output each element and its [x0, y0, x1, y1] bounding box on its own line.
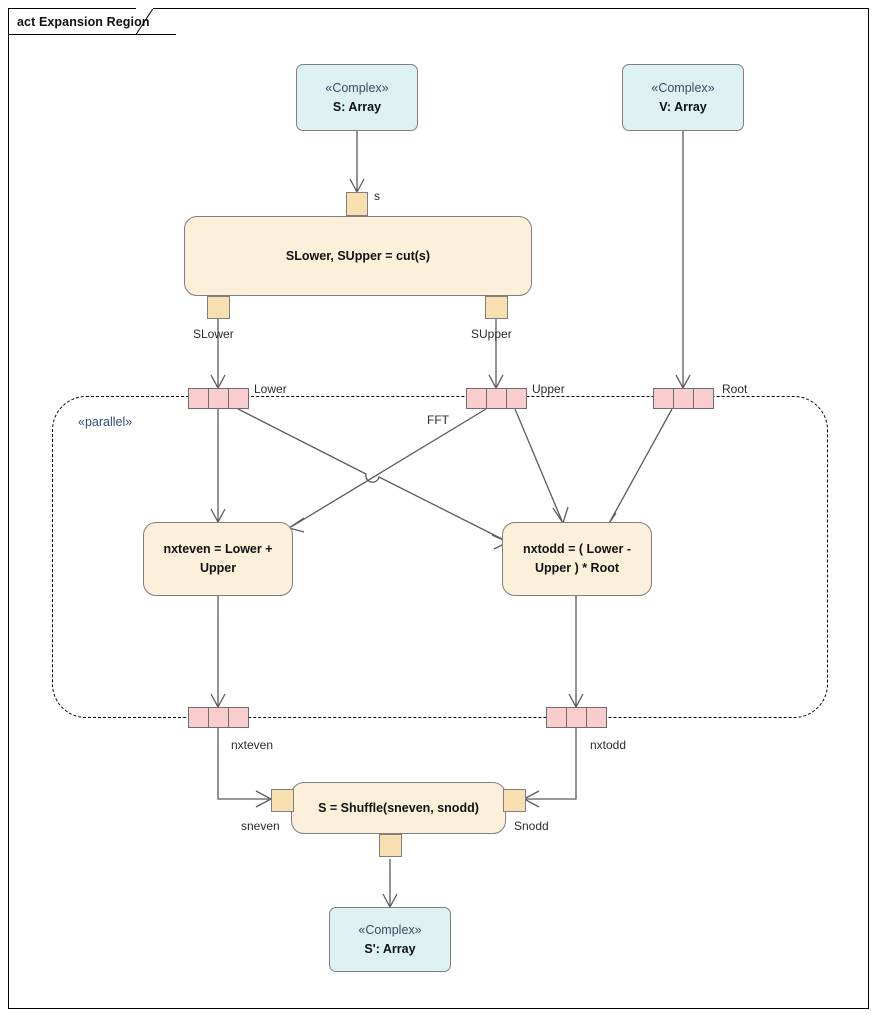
action-shuffle-label: S = Shuffle(sneven, snodd)	[318, 800, 479, 815]
object-node-s-array-name: S: Array	[332, 99, 382, 114]
object-node-s-array[interactable]: «Complex» S: Array	[296, 64, 418, 131]
expansion-node-nxteven-label: nxteven	[231, 738, 274, 752]
object-node-sprime-array-name: S': Array	[364, 941, 416, 956]
object-node-s-array-stereotype: «Complex»	[325, 81, 389, 96]
frame-title-tab: act Expansion Region	[8, 8, 176, 35]
expansion-region-keyword: «parallel»	[78, 415, 133, 429]
expansion-cell	[487, 389, 507, 408]
expansion-region	[52, 396, 828, 718]
pin-s-label: s	[374, 189, 380, 203]
pin-s[interactable]	[346, 192, 368, 216]
expansion-node-root-label: Root	[722, 382, 748, 396]
action-shuffle[interactable]: S = Shuffle(sneven, snodd)	[291, 782, 506, 834]
frame-tab-corner-shape	[136, 8, 154, 35]
expansion-node-upper-label: Upper	[532, 382, 565, 396]
object-node-sprime-array-stereotype: «Complex»	[358, 923, 422, 938]
expansion-node-lower-label: Lower	[254, 382, 287, 396]
frame-tab-corner	[136, 8, 158, 35]
expansion-cell	[587, 708, 606, 727]
action-nxtodd-label: nxtodd = ( Lower - Upper ) * Root	[523, 542, 631, 575]
pin-supper-label: SUpper	[471, 327, 512, 341]
object-node-sprime-array[interactable]: «Complex» S': Array	[329, 907, 451, 972]
pin-snodd-label: Snodd	[514, 819, 549, 833]
expansion-cell	[674, 389, 694, 408]
pin-slower[interactable]	[207, 296, 230, 319]
expansion-cell	[189, 389, 209, 408]
expansion-cell	[567, 708, 587, 727]
expansion-node-nxtodd-label: nxtodd	[590, 738, 627, 752]
expansion-cell	[189, 708, 209, 727]
expansion-node-nxteven[interactable]	[188, 707, 249, 728]
action-cut-label: SLower, SUpper = cut(s)	[285, 248, 431, 263]
object-node-v-array-name: V: Array	[659, 99, 707, 114]
action-nxteven[interactable]: nxteven = Lower + Upper	[143, 522, 293, 596]
expansion-node-lower[interactable]	[188, 388, 249, 409]
pin-shuffle-output[interactable]	[379, 834, 402, 857]
expansion-cell	[229, 389, 248, 408]
expansion-cell	[694, 389, 713, 408]
object-node-v-array[interactable]: «Complex» V: Array	[622, 64, 744, 131]
pin-snodd[interactable]	[503, 789, 526, 812]
frame-title-text: act Expansion Region	[17, 14, 150, 29]
expansion-cell	[507, 389, 526, 408]
expansion-cell	[547, 708, 567, 727]
action-nxteven-label: nxteven = Lower + Upper	[163, 542, 273, 575]
pin-sneven[interactable]	[271, 789, 294, 812]
expansion-cell	[467, 389, 487, 408]
expansion-node-root[interactable]	[653, 388, 714, 409]
action-nxtodd[interactable]: nxtodd = ( Lower - Upper ) * Root	[502, 522, 652, 596]
expansion-region-name: FFT	[427, 413, 449, 427]
pin-sneven-label: sneven	[241, 819, 280, 833]
object-node-v-array-stereotype: «Complex»	[651, 81, 715, 96]
expansion-cell	[654, 389, 674, 408]
expansion-cell	[209, 389, 229, 408]
action-cut[interactable]: SLower, SUpper = cut(s)	[184, 216, 532, 296]
pin-supper[interactable]	[485, 296, 508, 319]
expansion-node-upper[interactable]	[466, 388, 527, 409]
expansion-cell	[209, 708, 229, 727]
expansion-node-nxtodd[interactable]	[546, 707, 607, 728]
expansion-cell	[229, 708, 248, 727]
pin-slower-label: SLower	[193, 327, 234, 341]
